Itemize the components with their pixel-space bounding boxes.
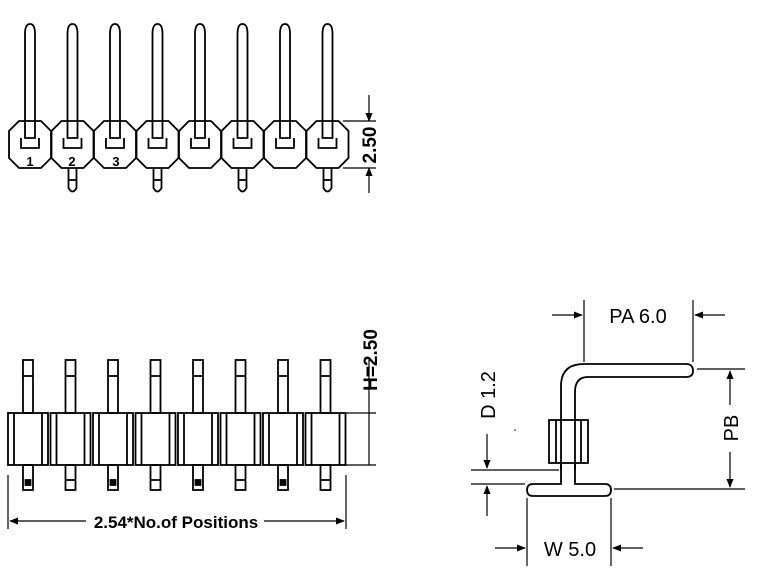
pin-lower-dot	[24, 479, 32, 486]
pin-seat	[62, 138, 83, 149]
pin-upper	[277, 359, 289, 414]
pin-long	[236, 23, 249, 139]
pin-lower	[64, 464, 77, 491]
d-dimension	[471, 434, 559, 516]
pin-tail	[67, 168, 78, 193]
front-pin	[134, 359, 177, 491]
pin-lower	[149, 464, 162, 491]
pin-upper	[64, 359, 77, 414]
pin-long	[194, 23, 206, 139]
pin-lower	[107, 464, 119, 491]
pin-seat	[105, 138, 125, 149]
pin-long	[24, 23, 36, 139]
pin-lower-dot	[194, 479, 202, 486]
front-height-label: H=2.50	[361, 329, 382, 391]
housing-cell	[50, 120, 95, 169]
pin-tail	[237, 168, 248, 193]
w-label: W 5.0	[544, 539, 596, 561]
pin-lower-dot	[279, 479, 287, 486]
pin-lower	[22, 464, 34, 491]
pin-upper	[149, 359, 162, 414]
top-pin	[50, 23, 95, 193]
pin-seat	[317, 138, 338, 149]
front-pin	[219, 359, 262, 491]
pin-seat	[190, 138, 210, 149]
housing-cell	[305, 120, 350, 169]
pb-dimension	[614, 368, 745, 490]
front-view: H=2.50 2.54*No.of Positions	[7, 329, 382, 532]
front-pin	[49, 359, 92, 491]
pa-dimension	[552, 300, 725, 362]
top-pin	[305, 23, 350, 193]
pin-upper	[22, 359, 34, 414]
front-pin	[262, 359, 304, 491]
front-pin	[7, 359, 49, 491]
pin-lower	[319, 464, 332, 491]
top-pin-number-3: 3	[112, 154, 119, 169]
pin-long	[109, 23, 121, 139]
housing-cell	[135, 120, 180, 169]
top-pin	[178, 23, 222, 169]
side-view: PA 6.0 PB D 1.2 W 5.0	[471, 300, 745, 566]
pin-long	[321, 23, 334, 139]
pin-upper	[234, 359, 247, 414]
top-view: 1 2 3 2.50	[8, 23, 381, 193]
pin-upper	[319, 359, 332, 414]
pin-lower-dot	[109, 479, 117, 486]
front-pin	[304, 359, 347, 491]
top-height-dimension	[343, 95, 376, 193]
top-pin-number-1: 1	[26, 154, 33, 169]
top-pin	[8, 23, 52, 169]
pin-seat	[147, 138, 168, 149]
top-pin	[263, 23, 307, 169]
pin-long	[66, 23, 79, 139]
housing-cell	[263, 120, 307, 169]
pin-seat	[275, 138, 295, 149]
top-pin	[135, 23, 180, 193]
pin-lower	[277, 464, 289, 491]
top-pin-number-2: 2	[68, 154, 75, 169]
pin-tail	[322, 168, 333, 193]
front-width-dimension	[7, 475, 347, 529]
w-dimension	[495, 498, 643, 566]
pin-long	[279, 23, 291, 139]
housing-cell	[8, 120, 52, 169]
pin-lower	[192, 464, 204, 491]
housing-cell	[178, 120, 222, 169]
top-pin	[93, 23, 137, 169]
top-pin	[220, 23, 265, 193]
top-height-label: 2.50	[360, 127, 381, 164]
pin-upper	[192, 359, 204, 414]
pin-long	[151, 23, 164, 139]
housing-cell	[220, 120, 265, 169]
pa-label: PA 6.0	[609, 306, 666, 328]
pin-seat	[232, 138, 253, 149]
housing-cell	[93, 120, 137, 169]
side-view-profile	[526, 363, 694, 497]
top-view-pins	[8, 23, 350, 193]
front-height-dimension	[346, 360, 376, 466]
d-label: D 1.2	[478, 371, 500, 419]
front-view-pins	[7, 359, 347, 491]
front-pin	[92, 359, 134, 491]
pin-seat	[20, 138, 40, 149]
pb-label: PB	[721, 415, 743, 442]
pin-upper	[107, 359, 119, 414]
front-pin	[177, 359, 219, 491]
front-width-label: 2.54*No.of Positions	[94, 513, 258, 532]
pin-tail	[152, 168, 163, 193]
drawing-speck	[514, 429, 516, 431]
pin-lower	[234, 464, 247, 491]
